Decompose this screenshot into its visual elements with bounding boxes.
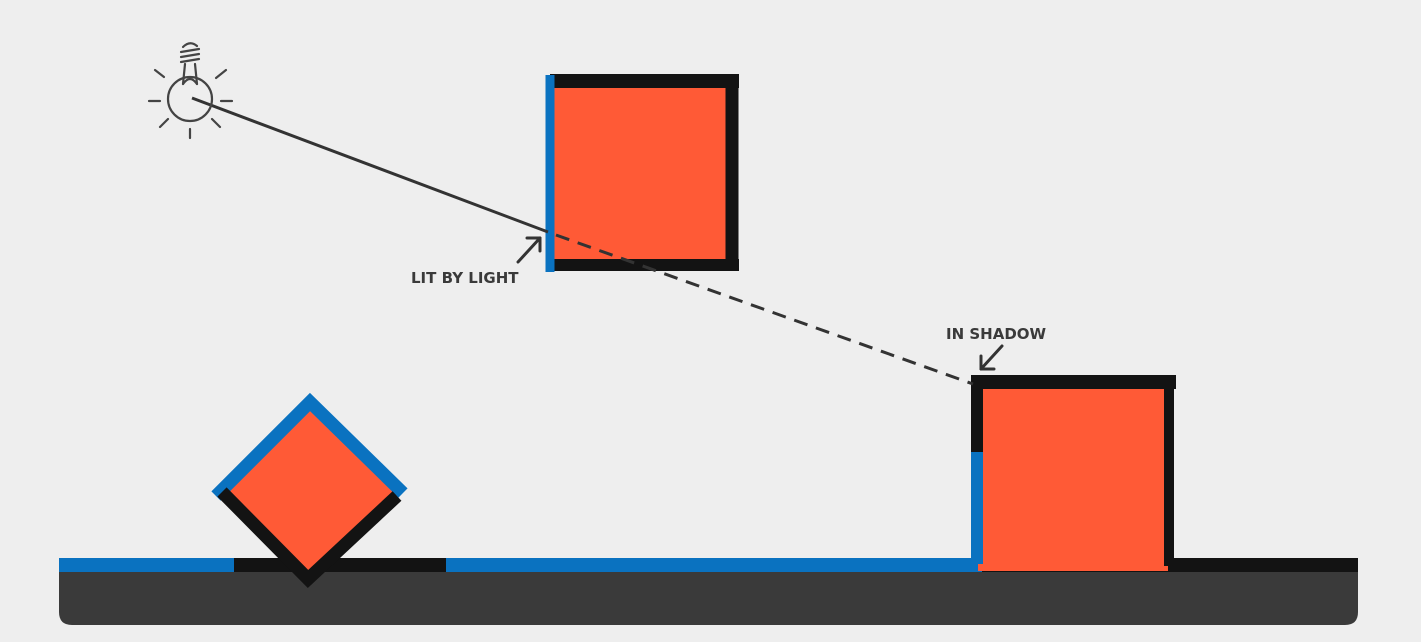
light-ray-solid <box>191 96 549 234</box>
in-shadow-label: IN SHADOW <box>946 325 1047 343</box>
ground-edge-lit-left <box>59 558 234 572</box>
lit-by-light-label: LIT BY LIGHT <box>411 269 519 287</box>
light-bulb-icon <box>147 42 234 140</box>
light-ray-blocked-dashed <box>555 233 974 386</box>
shadow-arrow-icon <box>979 344 1004 371</box>
ground-edge-shadow-right <box>1172 558 1358 572</box>
diamond-box <box>222 402 399 580</box>
lit-arrow-icon <box>516 236 542 264</box>
ground <box>59 572 1358 625</box>
ground-edge-shadow-left <box>234 558 446 572</box>
diamond-box-lit-edges <box>211 392 408 501</box>
floating-box <box>550 80 733 268</box>
right-box <box>978 385 1168 571</box>
ground-edge-lit-middle <box>446 558 982 572</box>
diamond-box-shadow-edges <box>217 487 402 589</box>
